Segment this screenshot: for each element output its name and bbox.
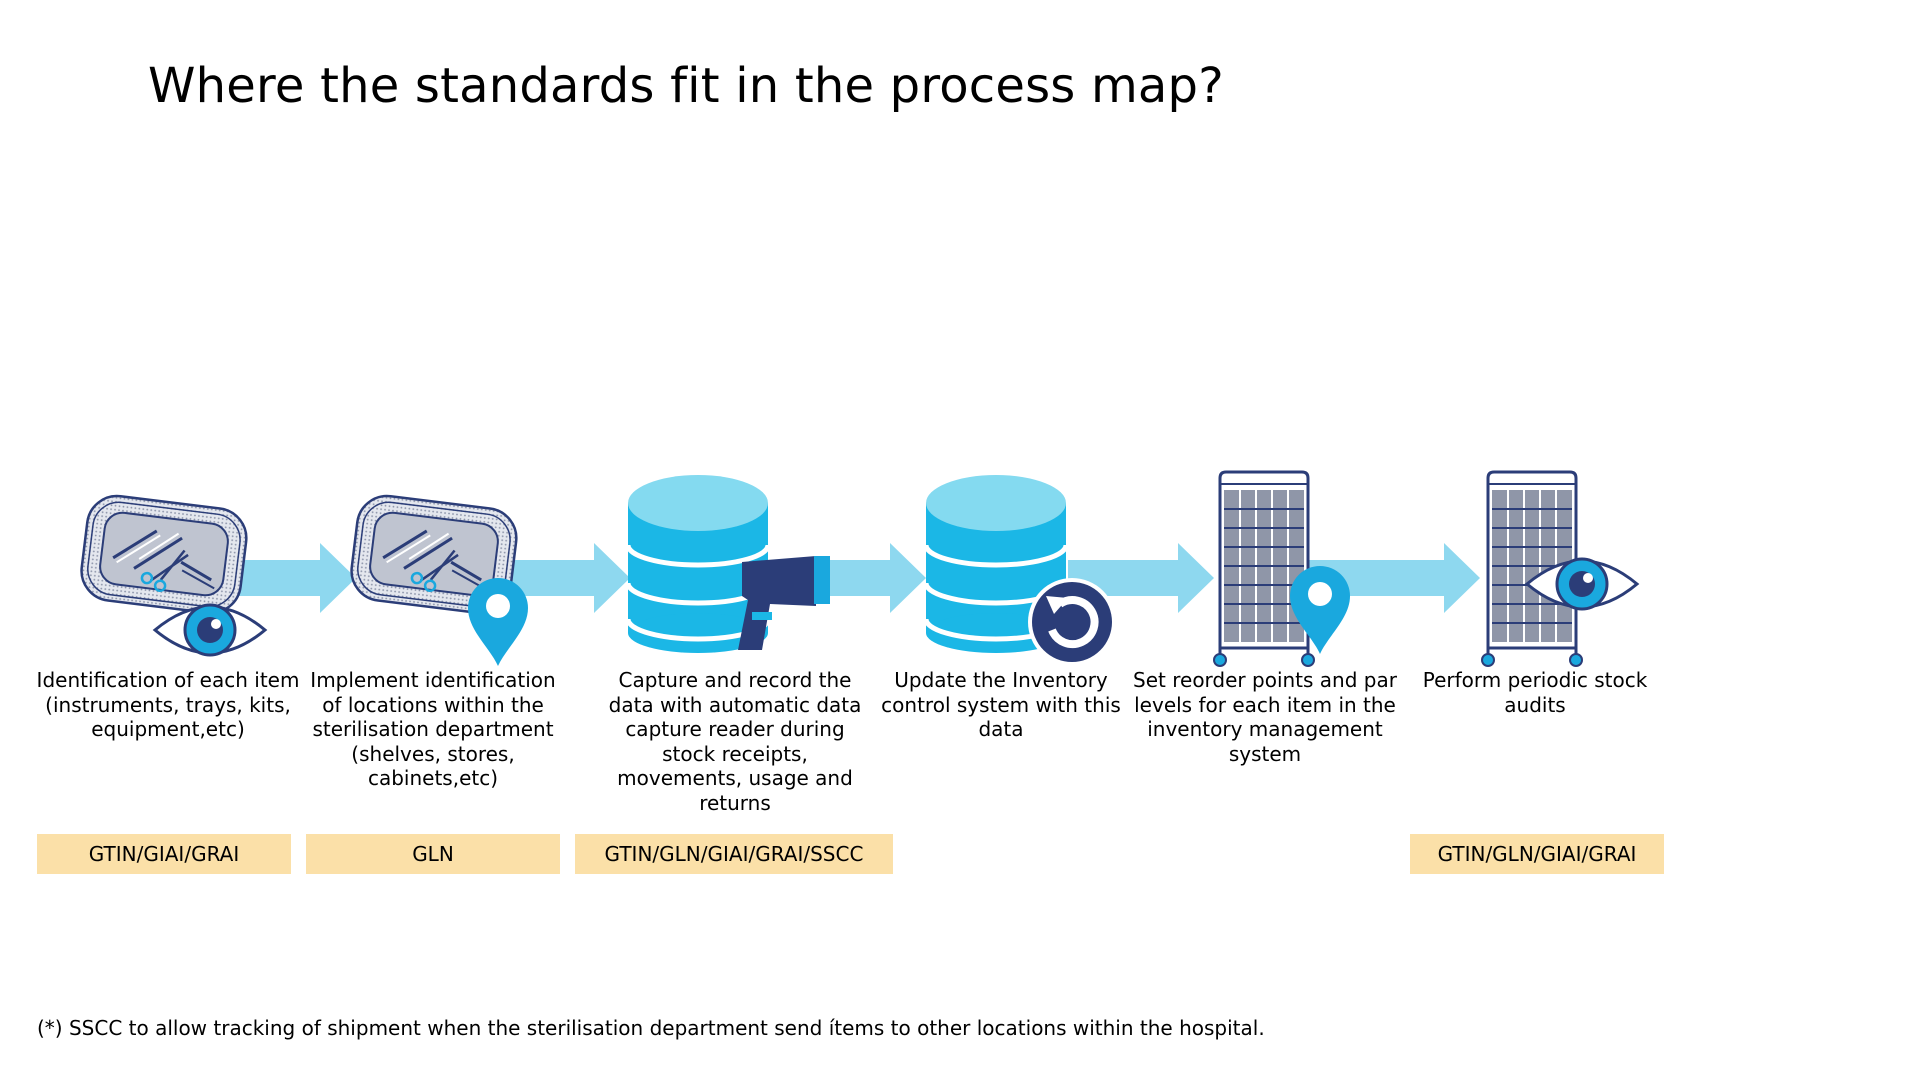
step-1-label: Identification of each item (instruments… bbox=[36, 668, 300, 741]
standard-tag-step-6: GTIN/GLN/GIAI/GRAI bbox=[1410, 834, 1664, 874]
database-refresh-icon bbox=[926, 475, 1116, 666]
footnote: (*) SSCC to allow tracking of shipment w… bbox=[37, 1016, 1265, 1040]
flow-arrow-3 bbox=[820, 543, 926, 613]
database-scanner-icon bbox=[628, 475, 830, 653]
step-4-label: Update the Inventory control system with… bbox=[881, 668, 1121, 741]
standard-tag-step-3: GTIN/GLN/GIAI/GRAI/SSCC bbox=[575, 834, 893, 874]
step-2-label: Implement identification of locations wi… bbox=[310, 668, 556, 790]
storage-rack-eye-icon bbox=[1480, 470, 1639, 668]
standard-tag-step-1: GTIN/GIAI/GRAI bbox=[37, 834, 291, 874]
storage-rack-location-pin-icon bbox=[1212, 470, 1350, 668]
page-title: Where the standards fit in the process m… bbox=[148, 58, 1224, 114]
step-6-label: Perform periodic stock audits bbox=[1422, 668, 1648, 717]
instrument-tray-location-pin-icon bbox=[346, 491, 528, 666]
instrument-tray-eye-icon bbox=[76, 491, 267, 657]
step-3-label: Capture and record the data with automat… bbox=[608, 668, 862, 815]
flow-arrow-1 bbox=[230, 543, 356, 613]
flow-arrow-2 bbox=[505, 543, 630, 613]
step-5-label: Set reorder points and par levels for ea… bbox=[1133, 668, 1397, 766]
standard-tag-step-2: GLN bbox=[306, 834, 560, 874]
